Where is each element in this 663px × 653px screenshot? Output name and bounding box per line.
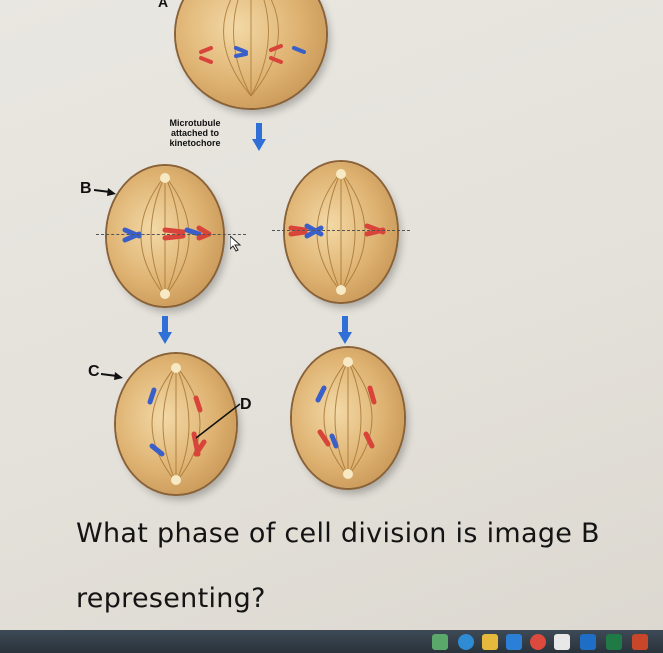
- cell-metaphase-right: [285, 162, 397, 302]
- cell-anaphase-right: [292, 348, 404, 488]
- edge-icon[interactable]: [458, 634, 474, 650]
- gmail-icon[interactable]: [554, 634, 570, 650]
- label-a: A: [158, 0, 169, 10]
- chrome-icon[interactable]: [530, 634, 546, 650]
- label-c-arrow-icon: [101, 372, 123, 380]
- metaphase-plate-line-b: [96, 234, 246, 235]
- store-icon[interactable]: [506, 634, 522, 650]
- cell-a-spindle: [199, 0, 306, 97]
- cell-right-spindle: [288, 169, 386, 295]
- label-c: C: [88, 363, 100, 380]
- arrow-down-icon-right: [338, 316, 352, 344]
- powerpoint-icon[interactable]: [632, 634, 648, 650]
- question-line-1: What phase of cell division is image B: [76, 518, 600, 549]
- label-d: D: [240, 396, 252, 413]
- cell-right-anaphase-spindle: [315, 357, 377, 479]
- metaphase-plate-line-right: [272, 230, 410, 231]
- label-b: B: [80, 180, 92, 197]
- arrow-down-icon: [252, 123, 266, 151]
- taskbar: [0, 630, 663, 653]
- arrow-down-icon-left: [158, 316, 172, 344]
- label-d-pointer: [196, 403, 241, 439]
- cell-c-spindle: [147, 363, 207, 485]
- microtubule-label-1: Microtubule: [169, 118, 221, 128]
- mouse-cursor-icon: [230, 236, 242, 252]
- microtubule-label-2: attached to: [170, 128, 219, 138]
- cell-b-spindle: [122, 173, 212, 299]
- outlook-icon[interactable]: [580, 634, 596, 650]
- cell-c: [116, 354, 236, 494]
- cell-b: [107, 166, 223, 306]
- microtubule-label-3: kinetochore: [169, 138, 221, 148]
- widgets-icon[interactable]: [432, 634, 448, 650]
- excel-icon[interactable]: [606, 634, 622, 650]
- label-b-arrow-icon: [94, 188, 116, 196]
- question-line-2: representing?: [76, 583, 266, 614]
- file-explorer-icon[interactable]: [482, 634, 498, 650]
- cell-a: [176, 0, 326, 108]
